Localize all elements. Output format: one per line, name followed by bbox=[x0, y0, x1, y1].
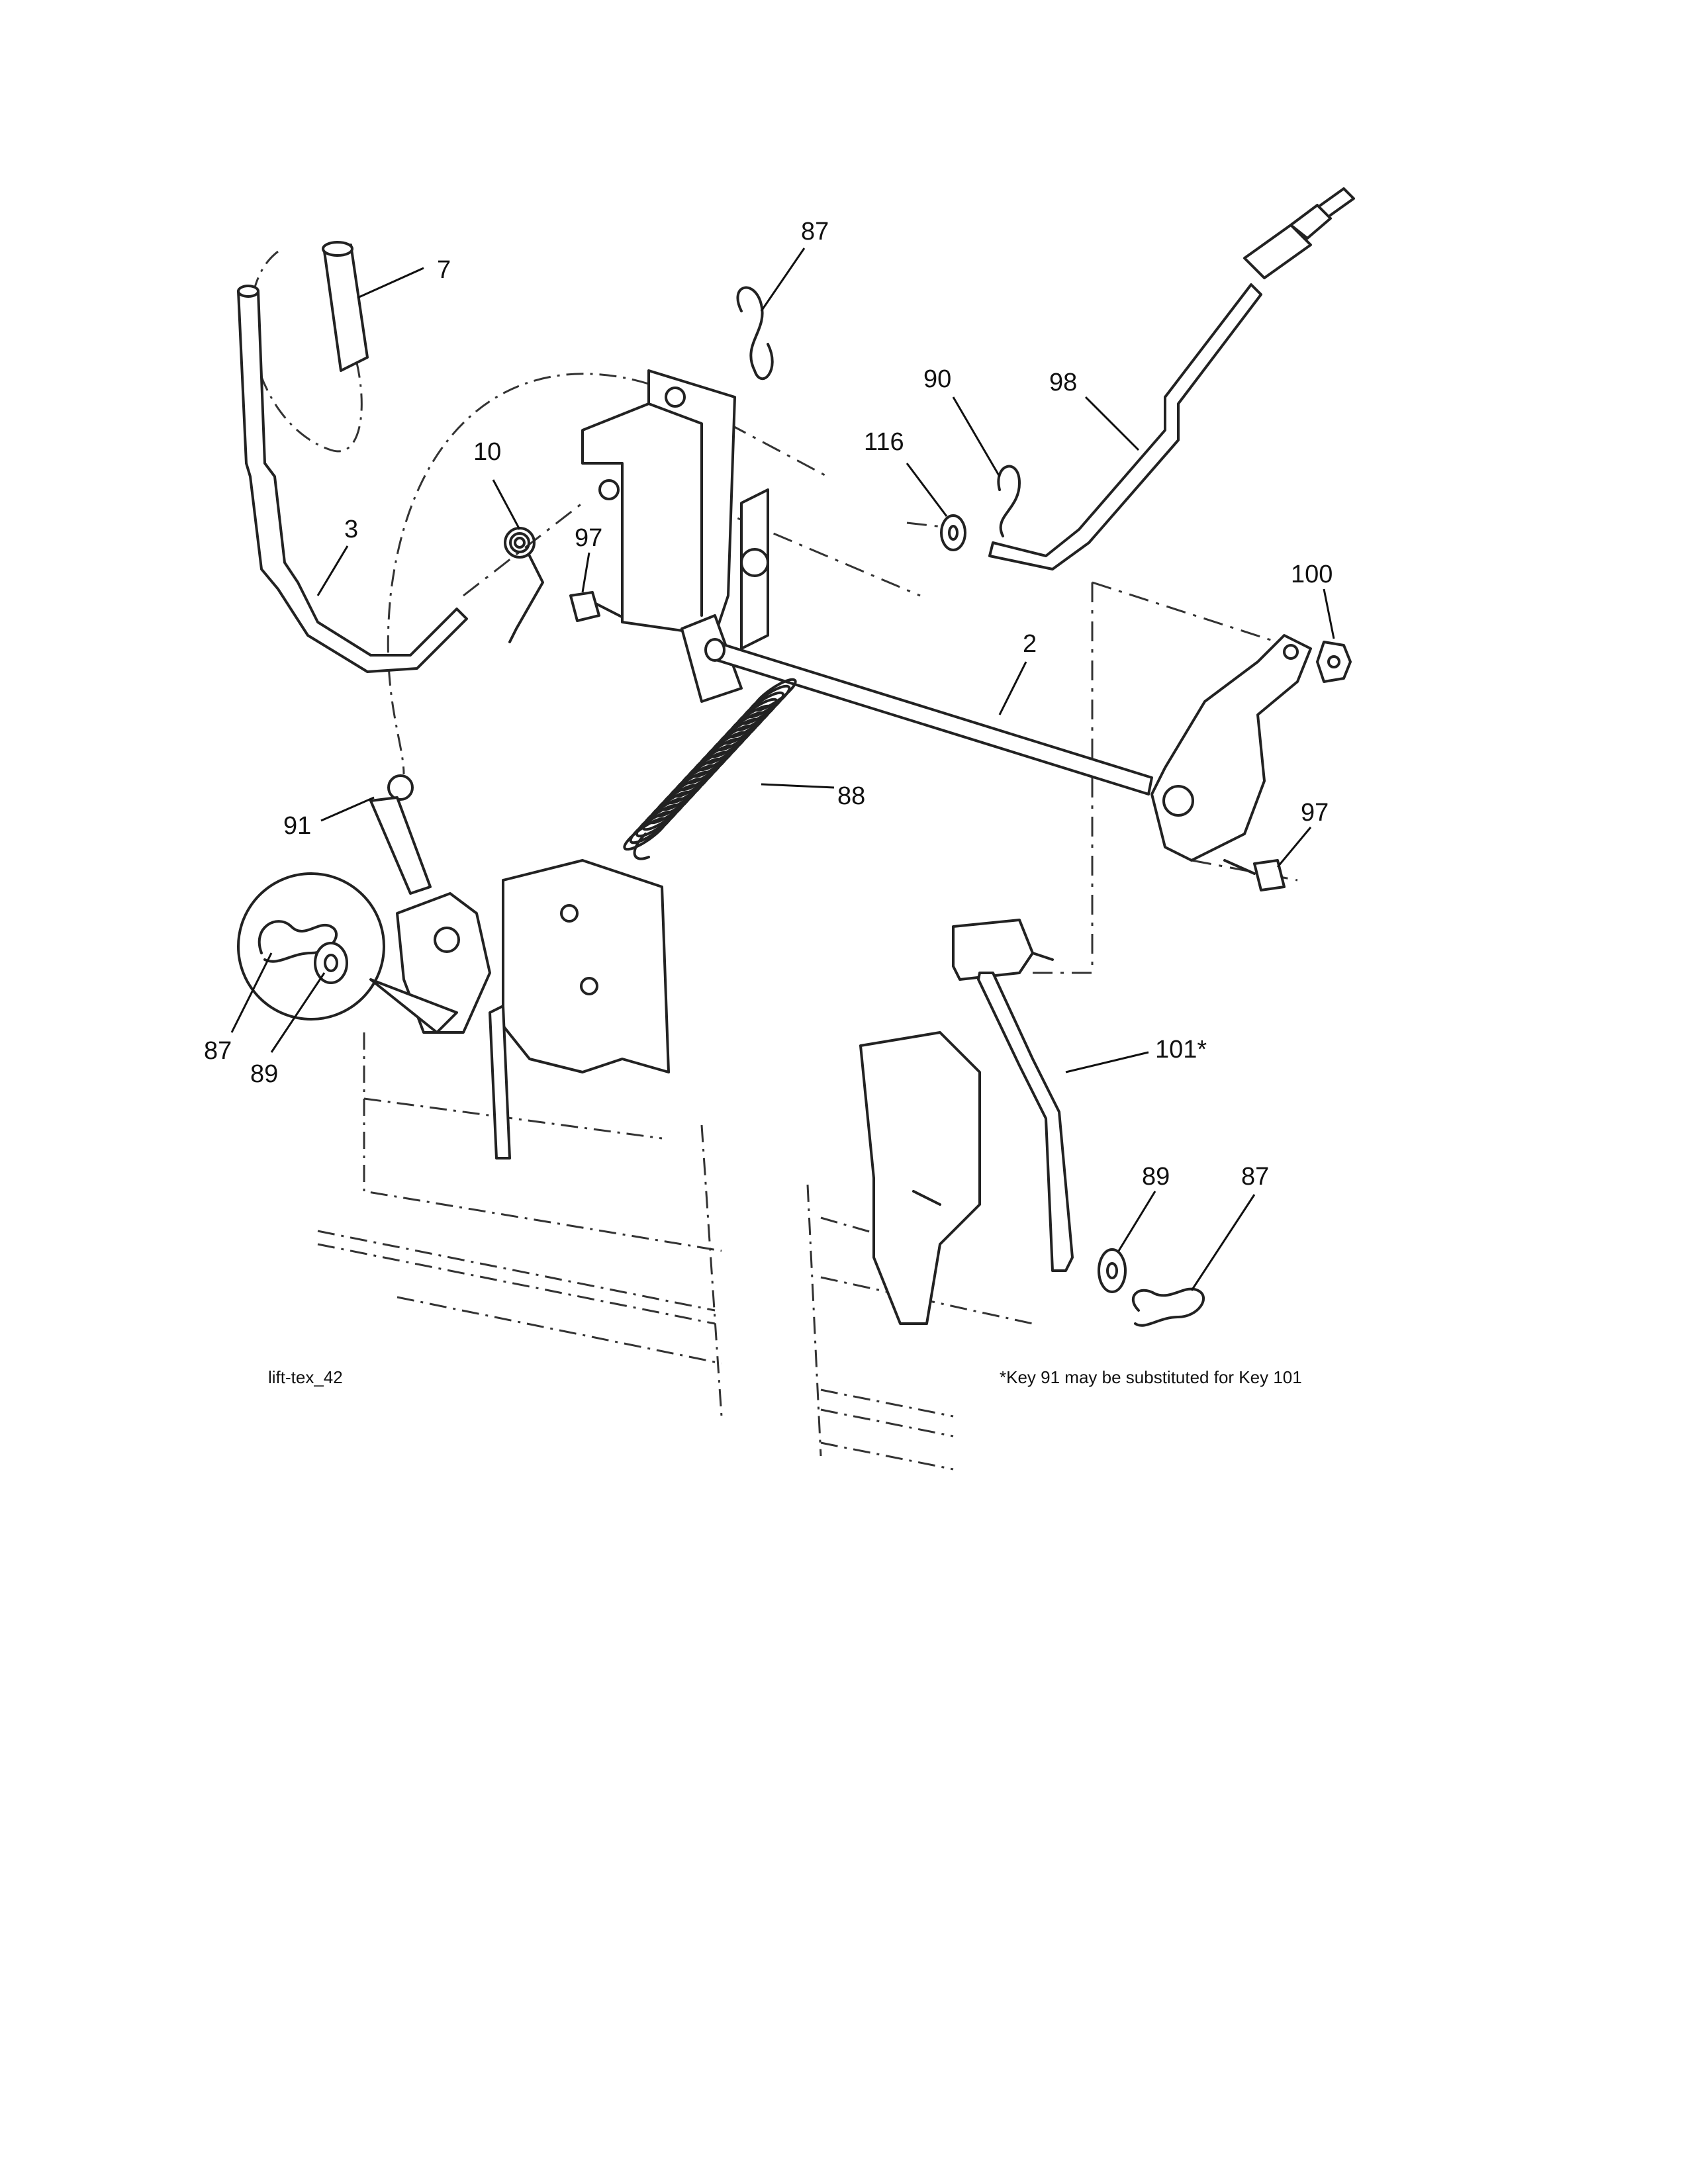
spring-hook bbox=[633, 833, 650, 860]
lift-shaft-part-2 bbox=[704, 638, 1153, 796]
handle-grip-part-7 bbox=[322, 241, 369, 372]
spring-coil bbox=[629, 810, 674, 844]
callout-97-right: 97 bbox=[1301, 799, 1329, 827]
callout-101: 101* bbox=[1155, 1036, 1207, 1064]
callout-89-right: 89 bbox=[1142, 1163, 1170, 1191]
bolt-part-97-right bbox=[1223, 859, 1286, 891]
spring-coil bbox=[623, 817, 668, 851]
callout-87-detail: 87 bbox=[204, 1037, 232, 1065]
spring-coil bbox=[635, 803, 680, 838]
extension-spring-part-88 bbox=[623, 678, 797, 860]
torsion-spring-part-10 bbox=[504, 527, 544, 643]
lift-link-left bbox=[396, 859, 670, 1160]
footnote: *Key 91 may be substituted for Key 101 bbox=[1000, 1367, 1302, 1387]
callout-97-left: 97 bbox=[575, 524, 602, 552]
callout-116: 116 bbox=[864, 428, 904, 456]
washer-part-89-right bbox=[1098, 1248, 1127, 1293]
callout-88: 88 bbox=[837, 782, 865, 810]
hex-nut-part-100 bbox=[1316, 641, 1352, 683]
callout-100: 100 bbox=[1291, 561, 1333, 588]
callout-87-top: 87 bbox=[801, 218, 829, 246]
callout-90: 90 bbox=[923, 365, 951, 393]
adjustment-rod-part-98 bbox=[988, 187, 1355, 570]
washer-part-116 bbox=[940, 514, 966, 551]
hairpin-clip-part-87-right bbox=[1131, 1287, 1205, 1327]
deck-outline-left bbox=[317, 1032, 723, 1417]
detail-magnifier bbox=[237, 872, 458, 1034]
callout-87-right: 87 bbox=[1241, 1163, 1269, 1191]
lift-handle-part-3 bbox=[237, 285, 468, 673]
hairpin-clip-part-87-top bbox=[736, 286, 774, 381]
callout-3: 3 bbox=[344, 516, 358, 543]
lift-bracket bbox=[581, 369, 769, 703]
bolt-part-97-left bbox=[569, 591, 627, 622]
lift-arm-right bbox=[1150, 634, 1312, 862]
callout-labels: 87 7 90 98 116 10 97 3 100 2 88 91 97 87… bbox=[204, 218, 1333, 1191]
callout-91: 91 bbox=[283, 812, 311, 840]
link-rod-part-91 bbox=[369, 774, 432, 895]
diagram-id: lift-tex_42 bbox=[268, 1367, 343, 1387]
lift-link-part-101 bbox=[859, 919, 1074, 1325]
callout-89-detail: 89 bbox=[250, 1060, 278, 1088]
hairpin-clip-part-90 bbox=[997, 465, 1021, 537]
callout-7: 7 bbox=[437, 256, 451, 284]
callout-2: 2 bbox=[1023, 630, 1037, 658]
callout-98: 98 bbox=[1049, 369, 1077, 396]
callout-10: 10 bbox=[473, 438, 501, 466]
leader-lines bbox=[230, 248, 1335, 1291]
